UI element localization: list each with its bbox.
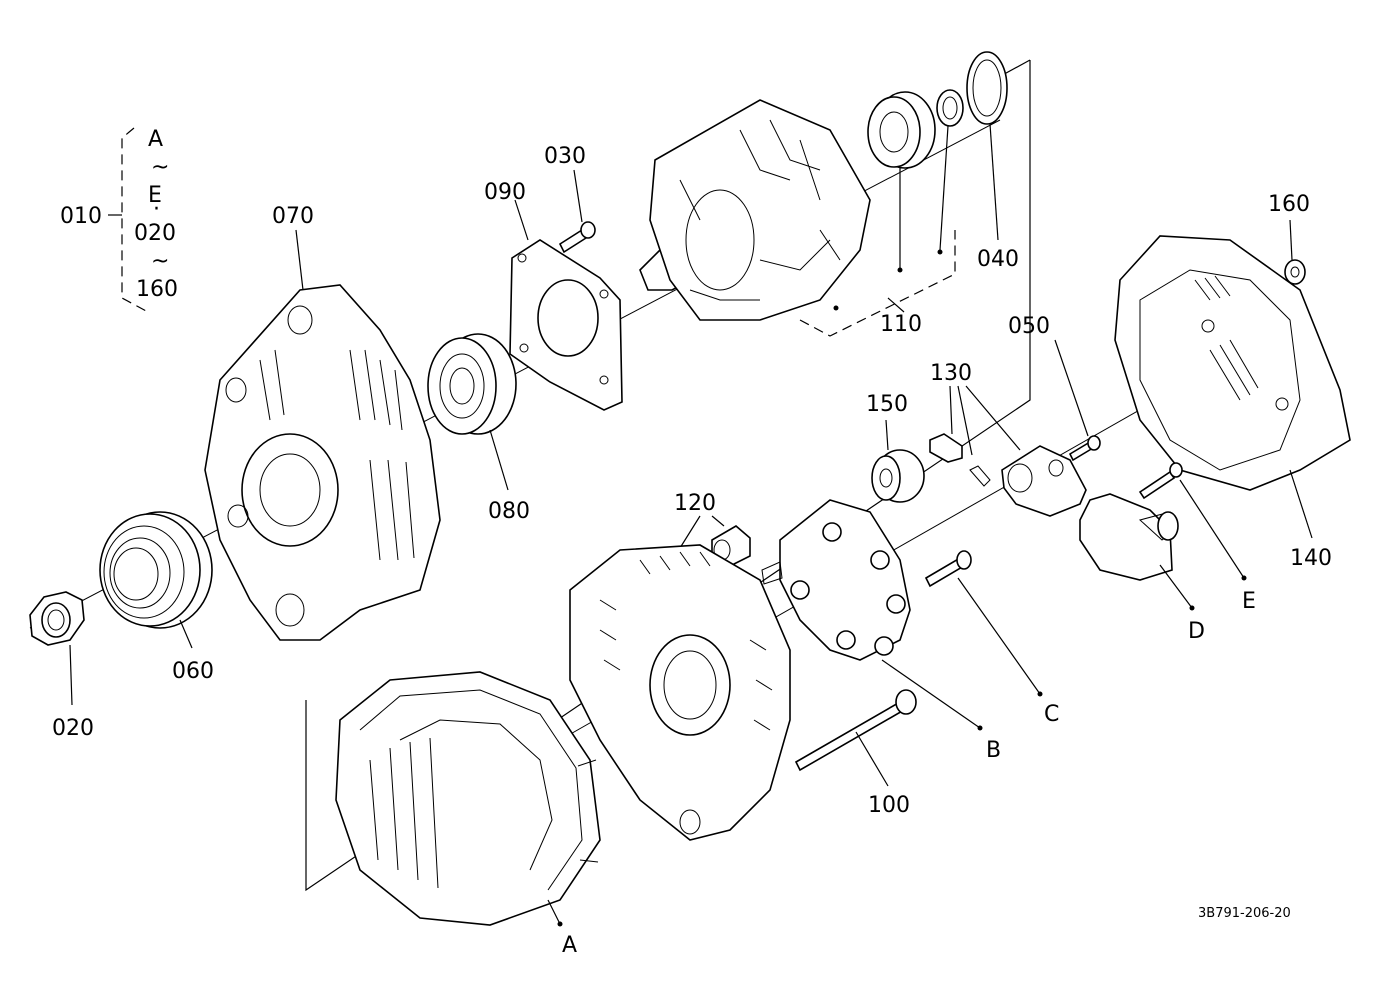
label-060: 060 (172, 659, 214, 684)
brush-holder (1001, 445, 1087, 517)
label-110: 110 (880, 312, 922, 337)
range-020: 020 (134, 221, 176, 246)
label-040: 040 (977, 247, 1019, 272)
rear-bearing (867, 91, 936, 169)
label-e: E (1242, 589, 1256, 614)
screw-c (924, 550, 972, 588)
label-160: 160 (1268, 192, 1310, 217)
rectifier-b (761, 499, 911, 661)
label-090: 090 (484, 180, 526, 205)
bolt-100 (794, 689, 917, 772)
screw-e (1138, 462, 1183, 500)
label-100: 100 (868, 793, 910, 818)
range-e: E (148, 183, 162, 208)
spacer-ring (936, 89, 964, 127)
label-050: 050 (1008, 314, 1050, 339)
regulator-d (1079, 493, 1179, 581)
label-c: C (1044, 702, 1059, 727)
bushing-150 (871, 449, 925, 503)
rear-cover-140 (1114, 235, 1351, 491)
bearing-080 (427, 333, 517, 435)
label-d: D (1188, 619, 1205, 644)
front-housing-070 (204, 284, 441, 641)
label-120: 120 (674, 491, 716, 516)
label-020: 020 (52, 716, 94, 741)
label-080: 080 (488, 499, 530, 524)
label-b: B (986, 738, 1001, 763)
label-010: 010 (60, 204, 102, 229)
range-160: 160 (136, 277, 178, 302)
rotor-110 (639, 99, 871, 321)
range-tilde-2: ~ (151, 249, 169, 274)
label-150: 150 (866, 392, 908, 417)
rear-housing (569, 544, 791, 841)
cap-160 (1284, 259, 1306, 285)
retainer-plate-090 (509, 239, 623, 411)
drawing-code: 3B791-206-20 (1198, 906, 1291, 921)
pulley-060 (99, 511, 213, 629)
range-a: A (148, 127, 163, 152)
label-a: A (562, 933, 577, 958)
stator-a (335, 671, 601, 926)
screw-050 (1068, 435, 1101, 462)
screw-030 (558, 221, 596, 254)
rotor-group-bracket (799, 230, 956, 337)
label-070: 070 (272, 204, 314, 229)
range-tilde-1: ~ (151, 155, 169, 180)
nut-020 (29, 591, 85, 646)
shim-ring (966, 51, 1008, 125)
label-140: 140 (1290, 546, 1332, 571)
brush-130 (929, 433, 991, 487)
range-dot: · (153, 197, 160, 222)
label-130: 130 (930, 361, 972, 386)
assembly-bracket (108, 127, 149, 313)
label-030: 030 (544, 144, 586, 169)
